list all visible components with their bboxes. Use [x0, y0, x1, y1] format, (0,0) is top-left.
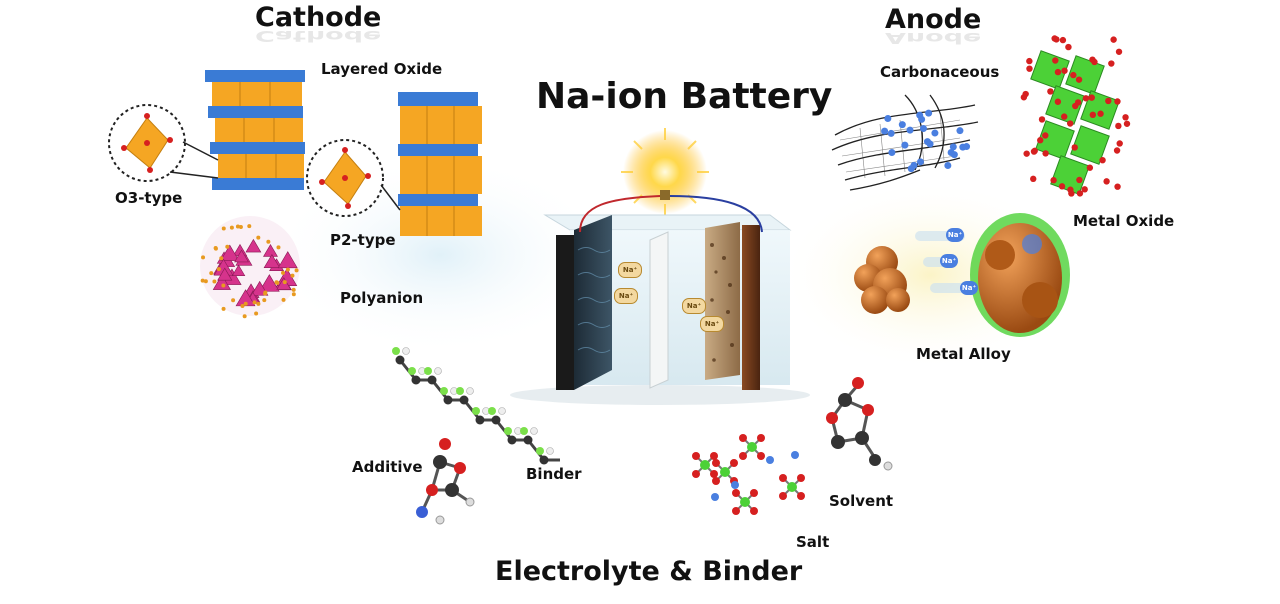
o3-connector-2 — [169, 171, 219, 179]
p2-oxygens — [319, 147, 371, 209]
layered-oxide-label: Layered Oxide — [321, 60, 443, 78]
salt-molecules — [692, 434, 805, 515]
o3-connector — [182, 141, 219, 161]
electrolyte-title: Electrolyte & Binder — [495, 556, 803, 587]
layered-oxide-structure-b — [398, 92, 482, 236]
na-ion-badge: Na⁺ — [940, 254, 958, 268]
metal-alloy-particles — [854, 213, 1070, 337]
additive-label: Additive — [352, 458, 423, 476]
binder-label: Binder — [526, 465, 582, 483]
na-ion-badge: Na⁺ — [618, 262, 642, 278]
na-ion-badge: Na⁺ — [682, 298, 706, 314]
na-ion-badge: Na⁺ — [946, 228, 964, 242]
na-ion-badge: Na⁺ — [700, 316, 724, 332]
carbonaceous-label: Carbonaceous — [880, 63, 1000, 81]
cathode-title: Cathode — [255, 2, 382, 33]
carbonaceous-sodium — [881, 109, 971, 173]
na-ion-badge: Na⁺ — [614, 288, 638, 304]
bulb-base — [660, 190, 670, 200]
cathode-title-reflection: Cathode — [255, 26, 382, 44]
o3-type-label: O3-type — [115, 189, 183, 207]
anode-title: Anode — [885, 4, 982, 35]
na-ion-badge: Na⁺ — [960, 281, 978, 295]
metal-oxide-label: Metal Oxide — [1073, 212, 1175, 230]
p2-connector — [380, 184, 401, 211]
additive-molecule — [416, 438, 475, 525]
metal-oxide-structure — [1020, 35, 1131, 197]
metal-alloy-label: Metal Alloy — [916, 345, 1011, 363]
polyanion-cluster — [200, 216, 300, 319]
p2-type-label: P2-type — [330, 231, 396, 249]
layered-oxide-structure-a — [205, 70, 305, 190]
light-glow — [623, 130, 707, 214]
binder-chain — [392, 347, 560, 465]
page-title: Na-ion Battery — [536, 76, 833, 117]
polyanion-label: Polyanion — [340, 289, 424, 307]
anode-title-reflection: Anode — [885, 28, 982, 46]
solvent-label: Solvent — [829, 492, 894, 510]
salt-label: Salt — [796, 533, 830, 551]
solvent-molecule — [826, 377, 893, 471]
o3-oxygens — [121, 113, 173, 173]
